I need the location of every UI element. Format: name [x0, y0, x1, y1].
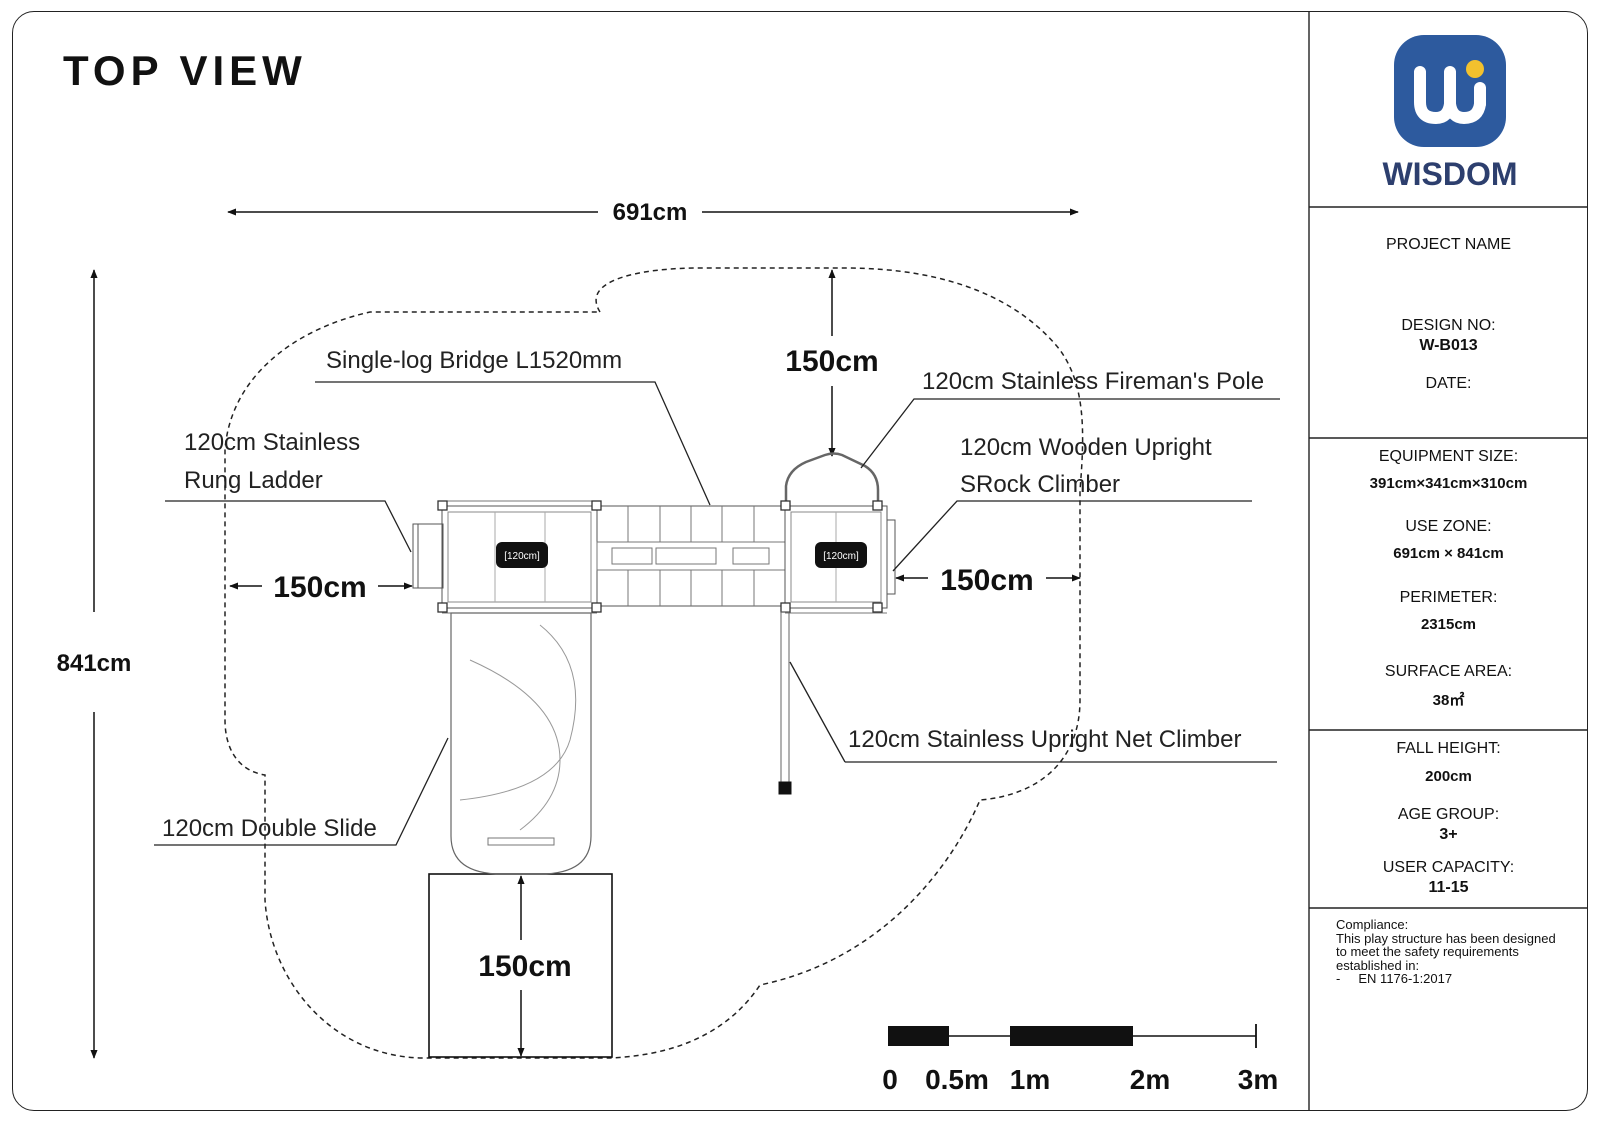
- platform-tag-right-label: [120cm]: [823, 551, 859, 562]
- net-climber: [780, 611, 790, 783]
- label-slide: 120cm Double Slide: [162, 815, 377, 842]
- label-rock-line2: SRock Climber: [960, 471, 1120, 498]
- drawing-frame: [12, 11, 1588, 1111]
- label-bridge: Single-log Bridge L1520mm: [326, 347, 622, 374]
- compliance-heading: Compliance:: [1336, 917, 1409, 932]
- rock-climber: [886, 519, 896, 595]
- fall-height-value: 200cm: [1425, 768, 1472, 785]
- label-net-climber: 120cm Stainless Upright Net Climber: [848, 726, 1241, 753]
- dimension-width-label: 691cm: [613, 199, 688, 226]
- label-ladder-line1: 120cm Stainless: [184, 429, 360, 456]
- clearance-top: 150cm: [785, 269, 879, 457]
- perimeter-value: 2315cm: [1420, 616, 1477, 633]
- project-name-label: PROJECT NAME: [1385, 236, 1512, 253]
- perimeter-label: PERIMETER:: [1399, 589, 1498, 606]
- scale-label-half: 0.5m: [925, 1064, 989, 1095]
- compliance-line-3: established in:: [1336, 957, 1420, 973]
- platform-tag-left-label: [120cm]: [504, 551, 540, 562]
- platform-tag-right: [120cm]: [815, 542, 867, 568]
- label-fireman-pole: 120cm Stainless Fireman's Pole: [922, 368, 1264, 395]
- scale-label-2m: 2m: [1130, 1064, 1170, 1095]
- clearance-bottom: 150cm: [428, 873, 613, 1058]
- double-slide: [450, 612, 592, 875]
- age-group-label: AGE GROUP:: [1397, 806, 1500, 823]
- use-zone-outline: [224, 267, 1084, 1059]
- design-no-label: DESIGN NO:: [1401, 317, 1496, 334]
- age-group-value: 3+: [1439, 826, 1458, 843]
- equipment-structure: [412, 452, 896, 875]
- platform-tag-left: [120cm]: [496, 542, 548, 568]
- scale-label-3m: 3m: [1238, 1064, 1278, 1095]
- label-rock-line1: 120cm Wooden Upright: [960, 434, 1212, 461]
- compliance-note: Compliance: This play structure has been…: [1336, 918, 1586, 986]
- use-zone-label: USE ZONE:: [1405, 518, 1492, 535]
- scale-bar: 0 0.5m 1m 2m 3m: [882, 1024, 1278, 1095]
- date-label: DATE:: [1425, 375, 1472, 392]
- use-zone-value: 691cm × 841cm: [1393, 545, 1504, 562]
- compliance-line-4: - EN 1176-1:2017: [1336, 971, 1453, 986]
- clearance-bottom-label: 150cm: [478, 950, 571, 983]
- clearance-left-label: 150cm: [273, 571, 366, 604]
- fall-height-label: FALL HEIGHT:: [1396, 740, 1501, 757]
- label-ladder-line2: Rung Ladder: [184, 467, 323, 494]
- surface-area-value: 38㎡: [1432, 692, 1465, 709]
- scale-label-0: 0: [882, 1064, 898, 1095]
- dimension-width: 691cm: [227, 199, 1079, 226]
- title-block: PROJECT NAME DESIGN NO: W-B013 DATE: EQU…: [1309, 11, 1588, 1111]
- compliance-line-1: This play structure has been designed: [1336, 930, 1556, 946]
- dimension-height-label: 841cm: [57, 650, 132, 677]
- wisdom-logo: [1394, 35, 1506, 147]
- page-title: TOP VIEW: [63, 47, 307, 94]
- compliance-line-2: to meet the safety requirements: [1336, 944, 1519, 959]
- scale-label-1m: 1m: [1010, 1064, 1050, 1095]
- dimension-height: 841cm: [57, 269, 132, 1059]
- equipment-size-value: 391cm×341cm×310cm: [1369, 475, 1528, 492]
- design-no-value: W-B013: [1419, 337, 1478, 354]
- user-capacity-label: USER CAPACITY:: [1382, 859, 1515, 876]
- clearance-left: 150cm: [229, 571, 413, 604]
- leader-lines: [154, 381, 1280, 846]
- brand-name: WISDOM: [1382, 156, 1517, 192]
- user-capacity-value: 11-15: [1428, 879, 1469, 896]
- clearance-top-label: 150cm: [785, 345, 878, 378]
- surface-area-label: SURFACE AREA:: [1384, 663, 1513, 680]
- fireman-pole: [784, 452, 880, 506]
- equipment-size-label: EQUIPMENT SIZE:: [1378, 448, 1519, 465]
- clearance-right-label: 150cm: [940, 564, 1033, 597]
- title-block-lines: [1308, 11, 1588, 1111]
- rung-ladder: [412, 523, 444, 589]
- clearance-right: 150cm: [895, 564, 1081, 597]
